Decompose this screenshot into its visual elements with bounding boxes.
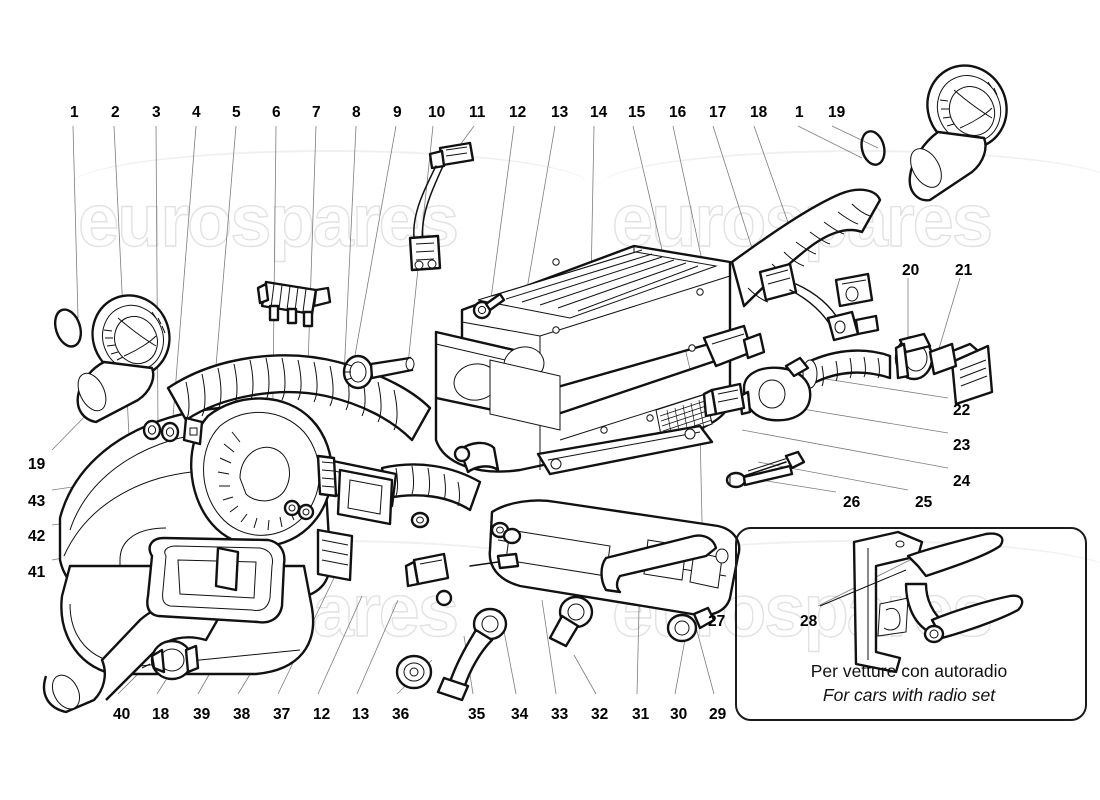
callout-number: 21 xyxy=(955,262,973,279)
callout-number: 40 xyxy=(113,706,131,723)
callout-number: 28 xyxy=(800,613,818,630)
lower-left-outlet-duct xyxy=(42,600,224,714)
control-knob-assembly xyxy=(342,354,415,390)
wiring-harness-connector xyxy=(408,141,475,272)
left-o-ring-19 xyxy=(53,308,83,348)
callout-number: 41 xyxy=(28,564,46,581)
switch-connector-33 xyxy=(404,552,453,607)
rectangular-duct-frame-39 xyxy=(146,536,286,624)
callout-number: 17 xyxy=(709,104,727,121)
callout-number: 19 xyxy=(828,104,846,121)
callout-number: 8 xyxy=(352,104,361,121)
callout-number: 37 xyxy=(273,706,291,723)
right-round-air-vent xyxy=(908,64,1008,202)
frame-plate-37 xyxy=(336,468,394,526)
inset-caption-english: For cars with radio set xyxy=(822,684,996,705)
blower-fan-housing xyxy=(190,397,333,548)
callout-number: 39 xyxy=(193,706,211,723)
right-o-ring-19 xyxy=(860,130,886,166)
callout-number: 18 xyxy=(750,104,768,121)
connector-22 xyxy=(702,382,746,418)
lower-left-bracket-35 xyxy=(436,607,508,702)
callout-number: 30 xyxy=(670,706,688,723)
callout-number: 26 xyxy=(843,494,861,511)
callout-number: 18 xyxy=(152,706,170,723)
callout-number: 33 xyxy=(551,706,569,723)
callout-number: 32 xyxy=(591,706,609,723)
callout-number: 20 xyxy=(902,262,920,279)
callout-number: 13 xyxy=(352,706,370,723)
callout-number: 29 xyxy=(709,706,727,723)
right-horizontal-flex-duct xyxy=(802,349,892,389)
center-lower-flex-duct xyxy=(380,441,500,512)
watermark-swoosh-bottom-right xyxy=(600,540,1100,612)
callout-number: 16 xyxy=(669,104,687,121)
linkage-rod-34 xyxy=(469,552,520,570)
callout-number: 38 xyxy=(233,706,251,723)
callout-number: 23 xyxy=(953,437,971,454)
callout-number: 25 xyxy=(915,494,933,511)
callout-number: 35 xyxy=(468,706,486,723)
callout-number: 11 xyxy=(469,104,486,121)
callout-number: 6 xyxy=(272,104,281,121)
callout-number: 1 xyxy=(795,104,804,121)
callout-number: 19 xyxy=(28,456,46,473)
callout-number: 1 xyxy=(70,104,79,121)
callout-number: 13 xyxy=(551,104,569,121)
callout-number: 3 xyxy=(152,104,161,121)
callout-number: 5 xyxy=(232,104,241,121)
callout-number: 31 xyxy=(632,706,650,723)
inset-radio-bracket-28 xyxy=(819,530,1024,674)
bracket-upper-right xyxy=(702,324,766,368)
callout-number: 12 xyxy=(509,104,527,121)
callout-number: 43 xyxy=(28,493,46,510)
left-washers-3-4 xyxy=(142,416,204,446)
left-round-air-vent xyxy=(76,294,171,424)
callout-number: 12 xyxy=(313,706,331,723)
callout-number: 9 xyxy=(393,104,402,121)
vacuum-actuator-24 xyxy=(738,356,812,422)
watermark-swoosh-top-left xyxy=(70,150,590,222)
callout-number: 14 xyxy=(590,104,608,121)
center-fasteners xyxy=(283,445,522,545)
callout-number: 24 xyxy=(953,473,971,490)
resistor-connector-block xyxy=(256,280,332,328)
callout-number: 42 xyxy=(28,528,46,545)
callout-number: 34 xyxy=(511,706,529,723)
callout-number: 7 xyxy=(312,104,321,121)
inset-caption-italian: Per vetture con autoradio xyxy=(810,661,1008,681)
right-valve-assembly-20 xyxy=(894,332,934,381)
bracket-plate-27 xyxy=(536,424,714,476)
vacuum-valve-40 xyxy=(141,639,200,681)
callout-number: 2 xyxy=(111,104,120,121)
callout-number: 15 xyxy=(628,104,646,121)
bushing-36 xyxy=(395,654,433,690)
right-wiring-harness xyxy=(758,262,880,342)
right-air-vent-21 xyxy=(928,342,994,406)
callout-number: 4 xyxy=(192,104,201,121)
callout-number: 36 xyxy=(392,706,410,723)
heater-evaporator-box xyxy=(434,244,732,473)
callout-number: 22 xyxy=(953,402,971,419)
screw-26 xyxy=(725,464,794,489)
lower-u-bracket-31 xyxy=(548,534,718,648)
inset-panel-caption: Per vetture con autoradio For cars with … xyxy=(735,660,1083,707)
callout-number: 27 xyxy=(708,613,726,630)
screw-25 xyxy=(743,450,806,477)
watermark-swoosh-top-right xyxy=(600,150,1100,222)
inset-panel-border xyxy=(735,527,1087,721)
callout-number: 10 xyxy=(428,104,446,121)
